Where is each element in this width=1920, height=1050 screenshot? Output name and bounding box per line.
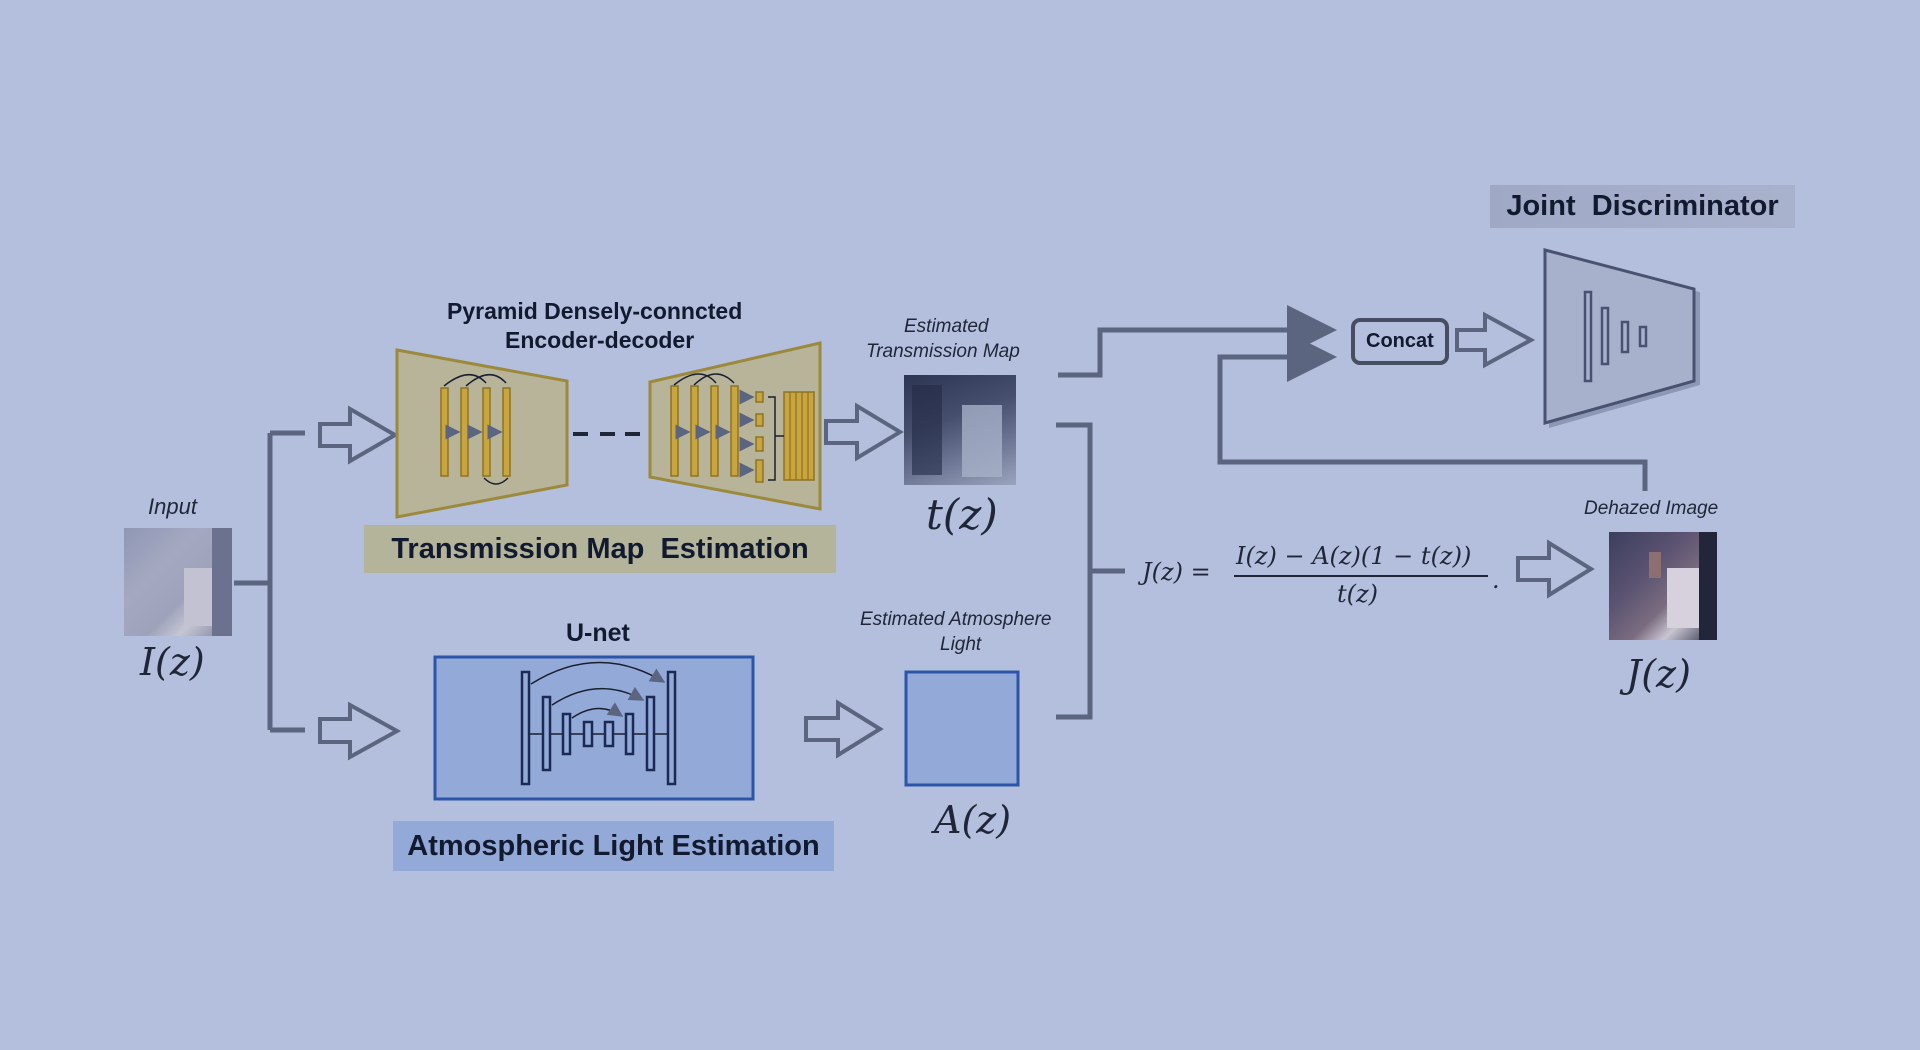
transmission-label-line2: Transmission Map <box>866 341 1020 362</box>
dehazed-image <box>1609 532 1717 640</box>
merge-bracket <box>1056 422 1125 720</box>
atmosphere-label-line2: Light <box>940 634 982 655</box>
atmosphere-label-line1: Estimated Atmosphere <box>860 609 1052 630</box>
input-label: Input <box>148 494 197 519</box>
concat-lines <box>1058 305 1648 491</box>
formula-tail: . <box>1492 566 1500 594</box>
transmission-symbol: t(z) <box>926 490 998 539</box>
hollow-arrow-top <box>318 405 399 465</box>
concat-label: Concat <box>1366 330 1434 352</box>
discriminator-block <box>1543 248 1700 428</box>
encoder-title-line1: Pyramid Densely-conncted <box>447 298 743 324</box>
formula-lhs: J(z) = <box>1142 558 1211 586</box>
unet-title: U-net <box>566 619 630 647</box>
concat-box <box>1351 318 1449 365</box>
transmission-map-image <box>904 375 1016 485</box>
input-branch-lines <box>234 430 305 733</box>
input-hazy-image <box>124 528 232 636</box>
decoder-block <box>648 341 822 511</box>
dehazed-label: Dehazed Image <box>1584 498 1719 519</box>
encoder-block <box>395 348 569 519</box>
hollow-arrow-bottom <box>318 701 402 761</box>
dehazed-symbol: J(z) <box>1626 652 1691 696</box>
hollow-arrow-to-alight <box>804 699 884 759</box>
atmosphere-light-square <box>904 670 1020 787</box>
encoder-title-line2: Encoder-decoder <box>505 327 695 353</box>
formula-denominator: t(z) <box>1337 580 1379 608</box>
atmosphere-symbol: A(z) <box>934 798 1012 842</box>
hollow-arrow-to-tmap <box>824 402 904 462</box>
hollow-arrow-to-dehazed <box>1516 539 1595 599</box>
input-symbol: I(z) <box>140 640 205 684</box>
formula-fraction-bar <box>1234 575 1488 577</box>
hollow-arrow-to-discriminator <box>1455 311 1536 369</box>
formula-numerator: I(z) − A(z)(1 − t(z)) <box>1236 542 1472 570</box>
transmission-map-banner: Transmission Map Estimation <box>364 525 836 573</box>
transmission-label-line1: Estimated <box>904 316 989 337</box>
unet-block <box>433 655 755 801</box>
joint-discriminator-banner: Joint Discriminator <box>1490 185 1795 228</box>
atmospheric-light-banner: Atmospheric Light Estimation <box>393 821 834 871</box>
